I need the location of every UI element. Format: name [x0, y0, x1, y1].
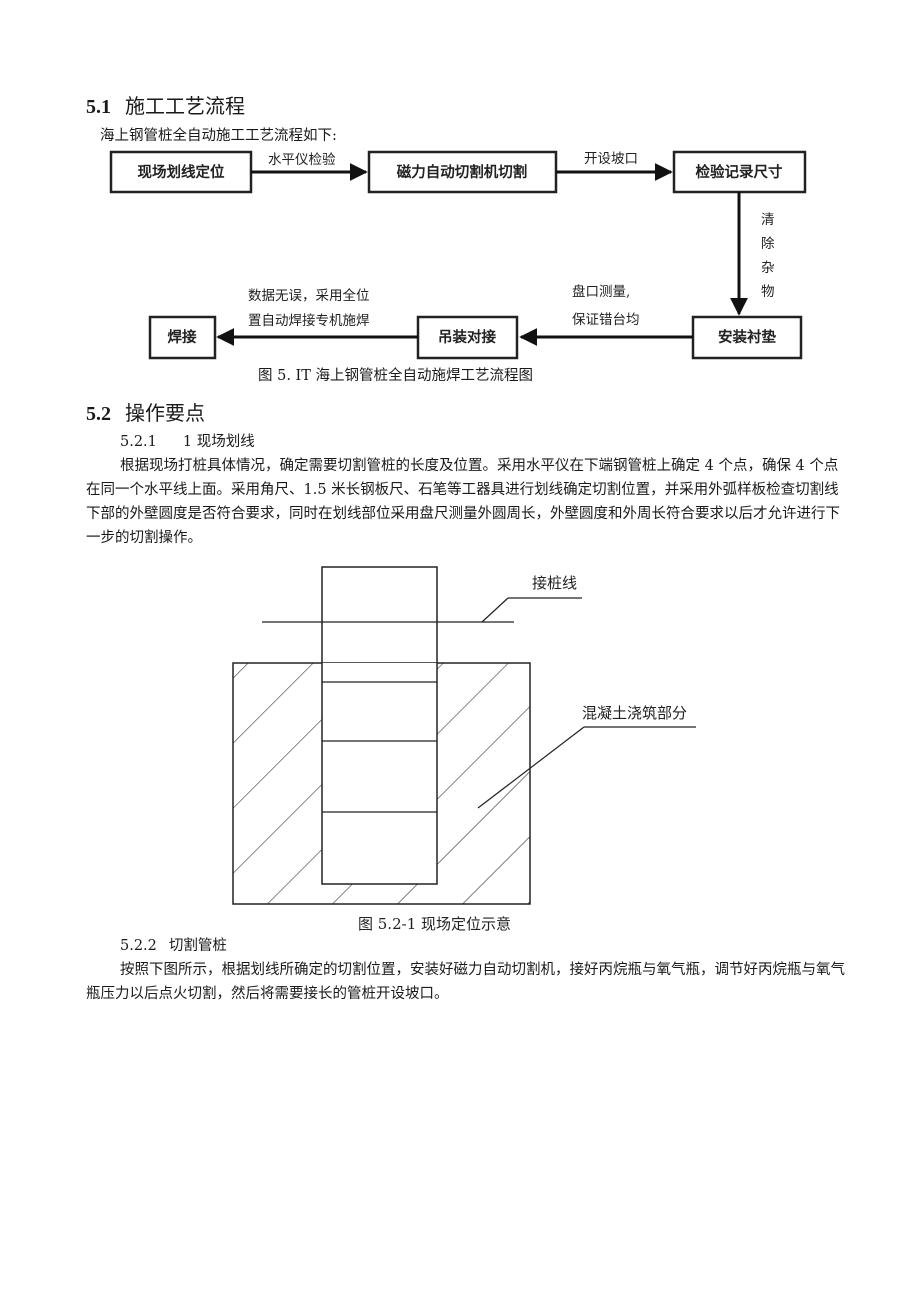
subsection-5-2-2-heading: 5.2.2 切割管桩	[120, 934, 227, 958]
section-number: 5.1	[86, 96, 111, 118]
arrow-label-measure-1: 盘口测量,	[572, 283, 630, 300]
flow-box-1-label: 现场划线定位	[138, 163, 225, 181]
flow-box-6-label: 焊接	[168, 328, 197, 346]
paragraph-5-2-2: 按照下图所示，根据划线所确定的切割位置，安装好磁力自动切割机，接好丙烷瓶与氧气瓶…	[86, 962, 845, 1002]
splice-leader	[481, 597, 509, 623]
flow-box-4-label: 安装衬垫	[718, 328, 776, 346]
paragraph-5-2-1: 根据现场打桩具体情况，确定需要切割管桩的长度及位置。采用水平仪在下端钢管桩上确定…	[86, 458, 840, 546]
arrow-label-weld-1: 数据无误，采用全位	[248, 287, 370, 304]
arrow-label-clean-4: 物	[761, 284, 775, 300]
subsection-number: 5.2.2	[120, 938, 157, 954]
arrow-label-bevel: 开设坡口	[584, 151, 638, 167]
flow-box-2	[367, 150, 558, 194]
concrete-label: 混凝土浇筑部分	[582, 704, 687, 722]
arrow-label-clean-3: 杂	[761, 260, 775, 276]
section-5-2-heading: 5.2 操作要点	[86, 397, 205, 426]
site-positioning-diagram: 接桩线 混凝土浇筑部分 图 5.2-1 现场定位示意	[232, 566, 696, 933]
subsection-number: 5.2.1	[120, 434, 157, 450]
subsection-title: 1 现场划线	[182, 434, 255, 450]
flow-box-4	[691, 315, 803, 360]
section-5-1-heading: 5.1 施工工艺流程	[86, 90, 245, 119]
flow-box-3-label: 检验记录尺寸	[696, 163, 783, 181]
flow-box-2-label: 磁力自动切割机切割	[397, 163, 528, 181]
arrow-label-measure-2: 保证错台均	[572, 312, 640, 328]
subsection-5-2-1-heading: 5.2.1 1 现场划线	[120, 430, 255, 454]
pile-inner-blank	[322, 663, 437, 884]
process-flowchart: 现场划线定位 磁力自动切割机切割 检验记录尺寸 安装衬垫 吊装对接 焊接 水平仪…	[109, 150, 807, 360]
flow-box-5-label: 吊装对接	[438, 328, 496, 346]
section-title: 施工工艺流程	[125, 94, 245, 118]
arrow-label-clean-1: 清	[761, 212, 775, 228]
section-title: 操作要点	[125, 401, 205, 425]
section-number: 5.2	[86, 403, 111, 425]
splice-line-label: 接桩线	[532, 574, 577, 592]
figure-5-2-1-caption: 图 5.2-1 现场定位示意	[358, 915, 511, 933]
flow-intro-text: 海上钢管桩全自动施工工艺流程如下:	[100, 128, 337, 144]
figure-5-1-caption: 图 5. IT 海上钢管桩全自动施焊工艺流程图	[258, 368, 534, 384]
concrete-leader	[477, 726, 585, 809]
flow-box-3	[672, 150, 807, 194]
steel-pipe-pile	[321, 566, 438, 885]
flow-box-5	[416, 315, 519, 360]
flow-box-6	[148, 315, 217, 360]
arrow-label-level-check: 水平仪检验	[268, 152, 336, 168]
arrow-label-clean-2: 除	[761, 236, 775, 252]
arrow-label-weld-2: 置自动焊接专机施焊	[248, 312, 370, 329]
subsection-title: 切割管桩	[168, 938, 227, 954]
